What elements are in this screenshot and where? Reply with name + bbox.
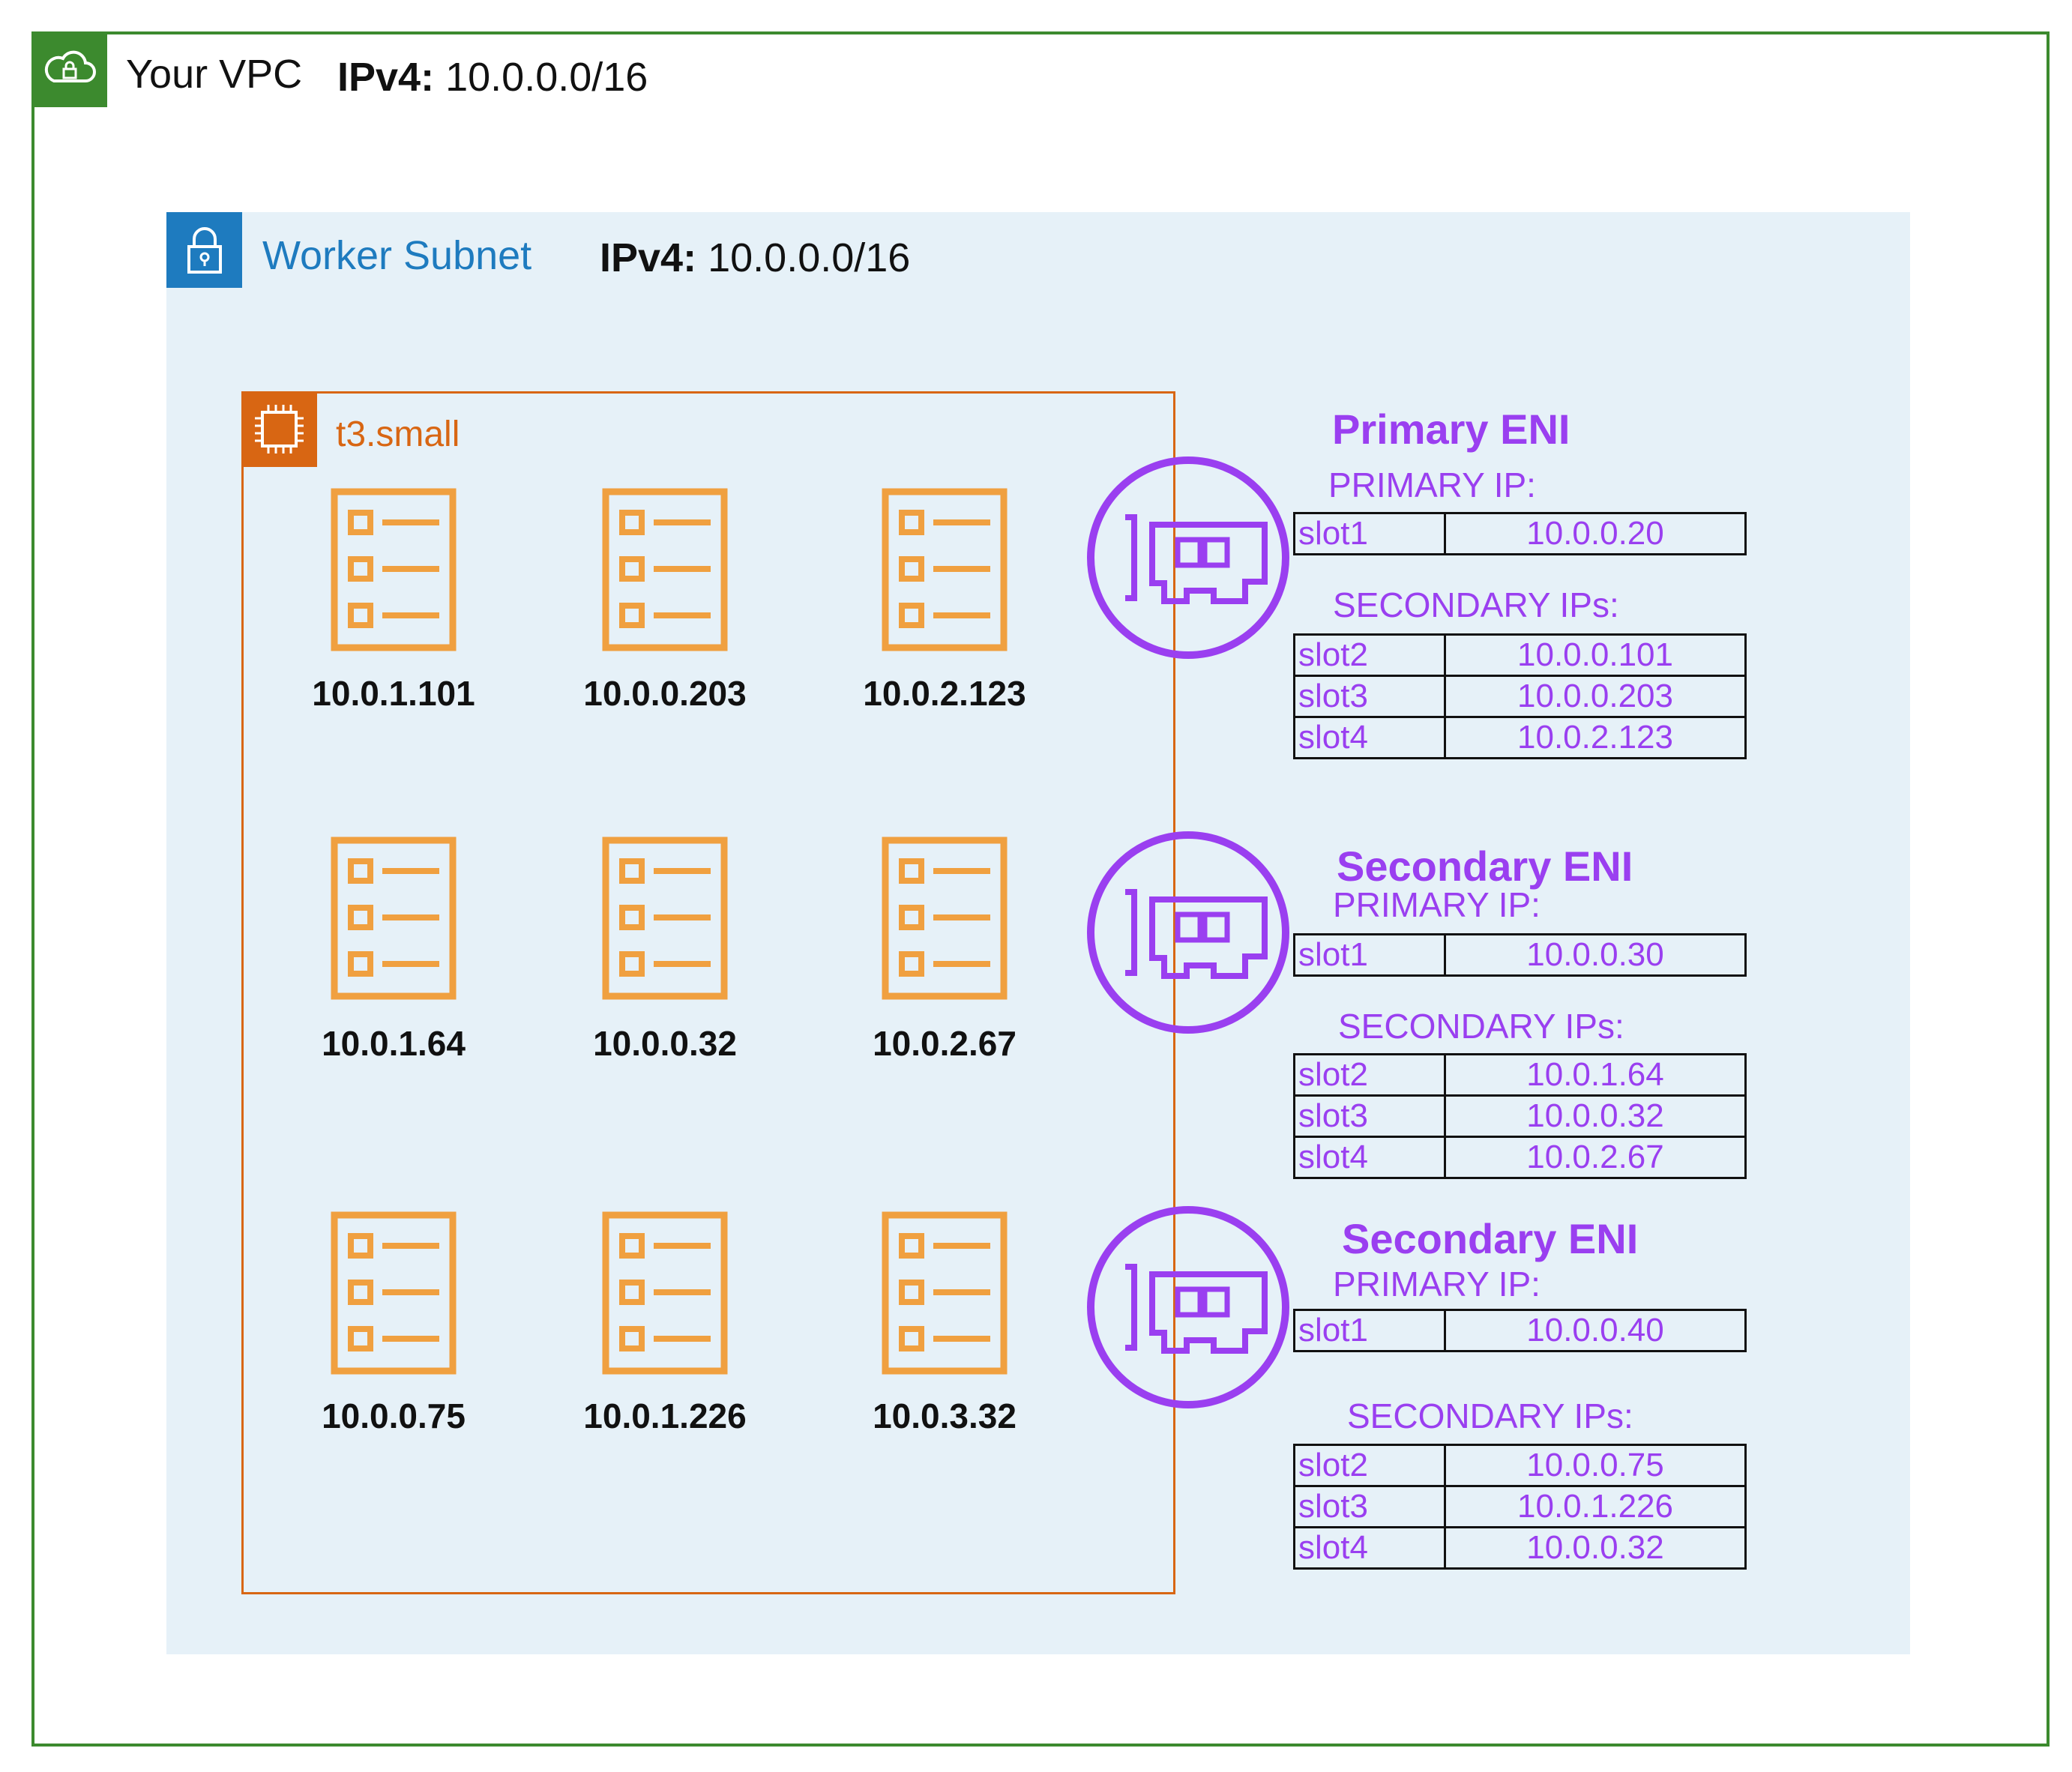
ip-cell: 10.0.0.203 xyxy=(1444,675,1747,718)
secondary-ips-label: SECONDARY IPs: xyxy=(1338,1007,1624,1046)
pod-ip-label: 10.0.2.67 xyxy=(873,1024,1017,1063)
ip-cell: 10.0.2.67 xyxy=(1444,1136,1747,1179)
primary-ip-label: PRIMARY IP: xyxy=(1333,1265,1541,1304)
eni-title: Secondary ENI xyxy=(1337,843,1633,890)
slot-cell: slot3 xyxy=(1293,1094,1446,1138)
network-card-icon xyxy=(1086,456,1290,660)
pod-ip-label: 10.0.2.123 xyxy=(863,674,1026,713)
slot-cell: slot4 xyxy=(1293,716,1446,759)
ip-cell: 10.0.0.101 xyxy=(1444,633,1747,677)
pod-ip-label: 10.0.1.101 xyxy=(312,674,475,713)
subnet-ipv4: IPv4: 10.0.0.0/16 xyxy=(600,235,910,281)
slot-cell: slot3 xyxy=(1293,1485,1446,1528)
slot-cell: slot4 xyxy=(1293,1136,1446,1179)
pod-ip-label: 10.0.0.75 xyxy=(322,1396,466,1435)
slot-cell: slot1 xyxy=(1293,933,1446,977)
chip-icon xyxy=(241,391,317,467)
subnet-title: Worker Subnet xyxy=(262,233,532,278)
slot-cell: slot2 xyxy=(1293,1053,1446,1097)
slot-cell: slot1 xyxy=(1293,1309,1446,1352)
pod-list-icon xyxy=(601,1211,729,1375)
primary-ip-label: PRIMARY IP: xyxy=(1333,885,1541,924)
pod-list-icon xyxy=(330,1211,457,1375)
ip-cell: 10.0.0.20 xyxy=(1444,512,1747,555)
pod-ip-label: 10.0.0.32 xyxy=(593,1024,737,1063)
pod-list-icon xyxy=(601,836,729,1001)
vpc-ipv4-value: 10.0.0.0/16 xyxy=(445,55,648,100)
subnet-ipv4-label: IPv4: xyxy=(600,235,697,280)
slot-cell: slot2 xyxy=(1293,1444,1446,1487)
cloud-lock-icon xyxy=(31,31,107,107)
pod-list-icon xyxy=(881,836,1008,1001)
instance-container xyxy=(241,391,1175,1594)
vpc-ipv4-label: IPv4: xyxy=(337,55,435,100)
ip-cell: 10.0.0.32 xyxy=(1444,1094,1747,1138)
ip-cell: 10.0.1.226 xyxy=(1444,1485,1747,1528)
pod-list-icon xyxy=(601,487,729,652)
pod-ip-label: 10.0.0.203 xyxy=(583,674,747,713)
pod-list-icon xyxy=(330,836,457,1001)
network-card-icon xyxy=(1086,831,1290,1034)
instance-title: t3.small xyxy=(336,415,460,454)
ip-cell: 10.0.1.64 xyxy=(1444,1053,1747,1097)
ip-cell: 10.0.0.75 xyxy=(1444,1444,1747,1487)
primary-ip-label: PRIMARY IP: xyxy=(1328,465,1536,504)
slot-cell: slot4 xyxy=(1293,1526,1446,1570)
vpc-ipv4: IPv4: 10.0.0.0/16 xyxy=(337,54,648,100)
pod-ip-label: 10.0.1.64 xyxy=(322,1024,466,1063)
vpc-container xyxy=(31,31,2050,1747)
ip-cell: 10.0.0.30 xyxy=(1444,933,1747,977)
subnet-ipv4-value: 10.0.0.0/16 xyxy=(708,235,911,280)
slot-cell: slot2 xyxy=(1293,633,1446,677)
slot-cell: slot1 xyxy=(1293,512,1446,555)
ip-cell: 10.0.2.123 xyxy=(1444,716,1747,759)
worker-subnet-container xyxy=(166,212,1910,1654)
eni-title: Primary ENI xyxy=(1332,406,1570,453)
secondary-ips-label: SECONDARY IPs: xyxy=(1347,1396,1633,1435)
network-card-icon xyxy=(1086,1205,1290,1409)
padlock-icon xyxy=(166,212,242,288)
eni-title: Secondary ENI xyxy=(1342,1215,1639,1262)
pod-list-icon xyxy=(330,487,457,652)
pod-ip-label: 10.0.1.226 xyxy=(583,1396,747,1435)
vpc-title: Your VPC xyxy=(126,52,303,97)
secondary-ips-label: SECONDARY IPs: xyxy=(1333,585,1619,624)
pod-list-icon xyxy=(881,1211,1008,1375)
ip-cell: 10.0.0.40 xyxy=(1444,1309,1747,1352)
pod-list-icon xyxy=(881,487,1008,652)
ip-cell: 10.0.0.32 xyxy=(1444,1526,1747,1570)
pod-ip-label: 10.0.3.32 xyxy=(873,1396,1017,1435)
slot-cell: slot3 xyxy=(1293,675,1446,718)
